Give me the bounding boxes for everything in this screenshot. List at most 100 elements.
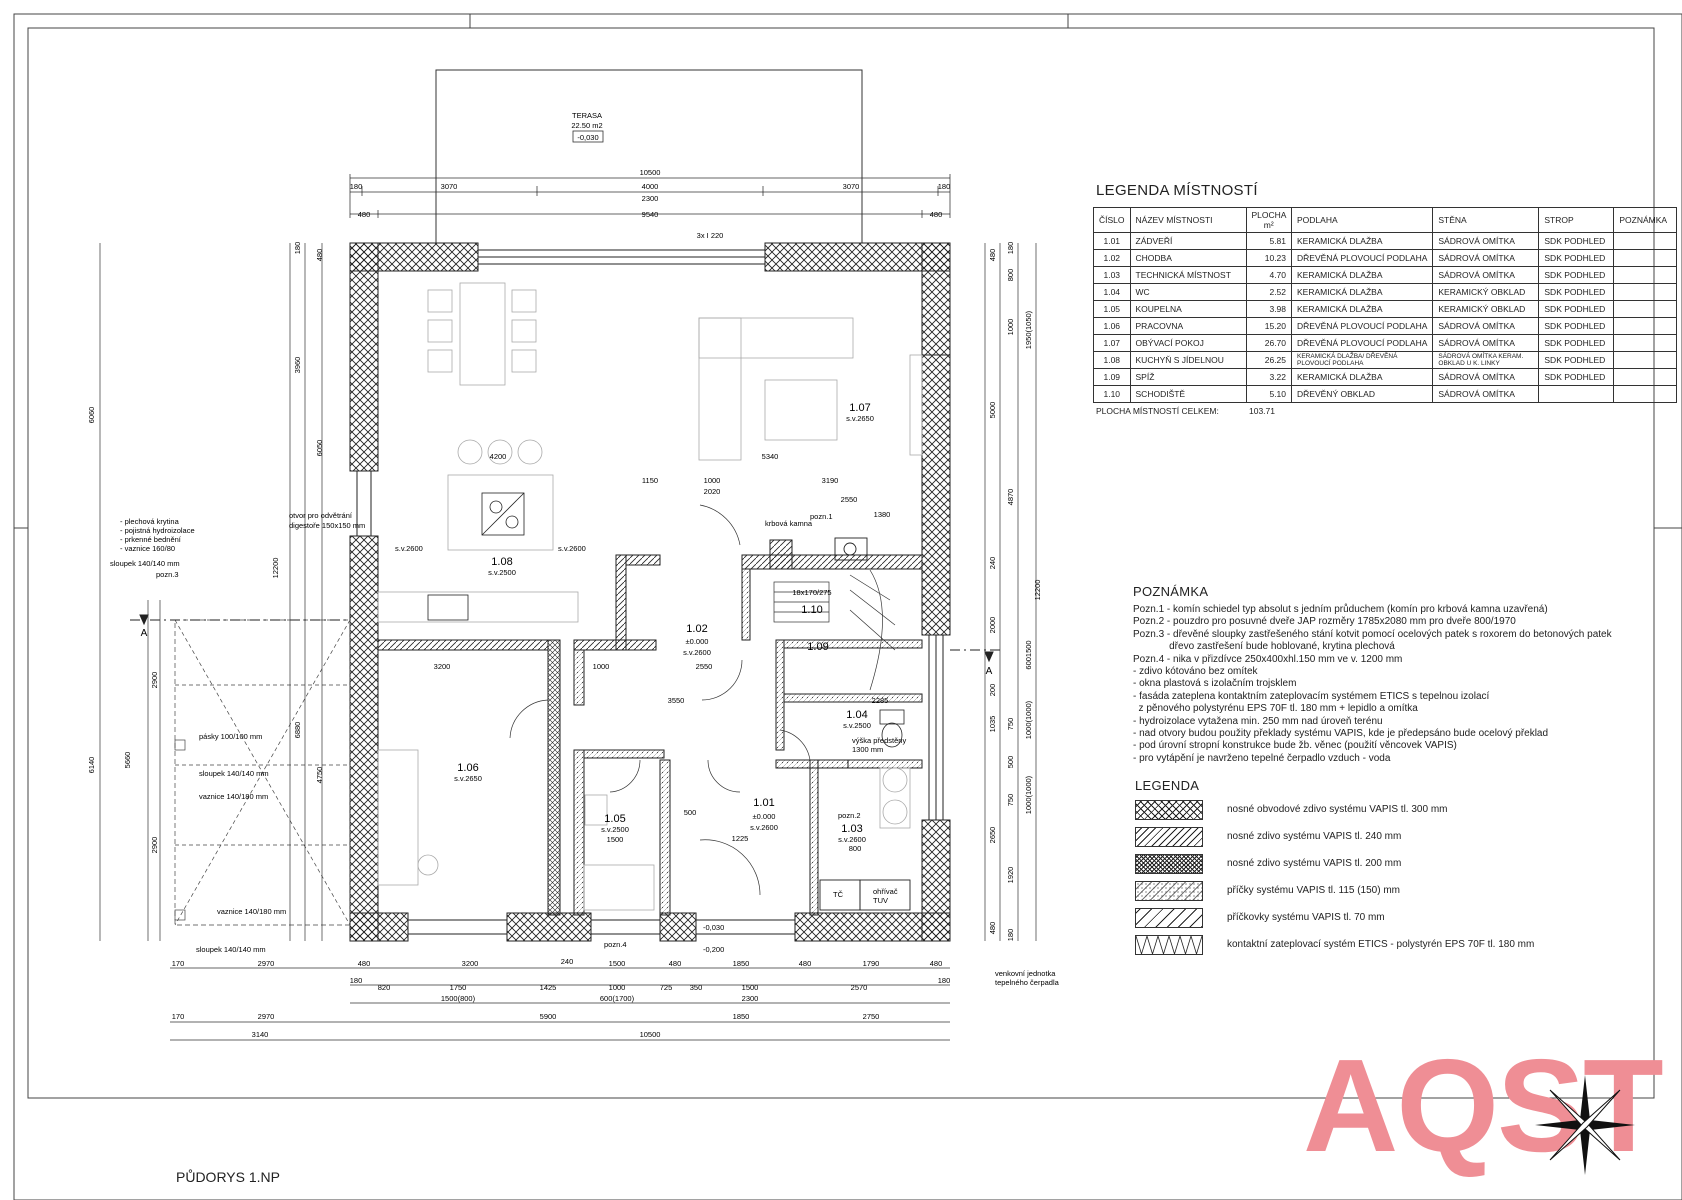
label-krbova-kamna: krbová kamna bbox=[765, 519, 813, 528]
dim-right: 6001500 bbox=[1024, 640, 1033, 669]
room-number-1.01: 1.01 bbox=[753, 797, 774, 809]
label-tc: TČ bbox=[833, 890, 844, 899]
room-height: s.v.2500 bbox=[843, 721, 871, 730]
table-cell: 1.08 bbox=[1093, 351, 1131, 369]
col-header: POZNÁMKA bbox=[1613, 207, 1678, 233]
inner-dimensions: 4200 5340 1150 1000 3190 2020 2550 1380 … bbox=[434, 452, 891, 853]
note-line: - fasáda zateplena kontaktním zateplovac… bbox=[1133, 690, 1490, 702]
level-out2: -0,200 bbox=[703, 945, 724, 954]
rooms-total-value: 103.71 bbox=[1249, 406, 1275, 416]
room-labels: 1.08 1.07 1.02 1.10 1.09 1.04 1.06 1.05 … bbox=[457, 402, 870, 835]
legend-text: kontaktní zateplovací systém ETICS - pol… bbox=[1227, 939, 1535, 950]
table-cell: KERAMICKÁ DLAŽBA bbox=[1291, 283, 1434, 301]
dim-bottom: 180 bbox=[350, 976, 363, 985]
dim-bottom: 2300 bbox=[742, 994, 759, 1003]
dim-top: 3070 bbox=[843, 182, 860, 191]
dim-left: 2900 bbox=[150, 672, 159, 689]
dim-bottom: 480 bbox=[358, 959, 371, 968]
room-number-1.04: 1.04 bbox=[846, 709, 867, 721]
rooms-legend-title: LEGENDA MÍSTNOSTÍ bbox=[1096, 182, 1258, 199]
dim-right: 480 bbox=[988, 249, 997, 262]
note-line: - pro vytápění je navrženo tepelné čerpa… bbox=[1133, 752, 1391, 764]
legend-text: příčkovky systému VAPIS tl. 70 mm bbox=[1227, 912, 1385, 923]
table-cell bbox=[1613, 283, 1678, 301]
dimensions-bottom bbox=[170, 967, 950, 1041]
dim-left: 6140 bbox=[87, 757, 96, 774]
dim-inner: 2020 bbox=[704, 487, 721, 496]
table-cell: 1.06 bbox=[1093, 317, 1131, 335]
outer-walls bbox=[349, 242, 951, 942]
table-cell: 4.70 bbox=[1245, 266, 1293, 284]
dim-bottom: 480 bbox=[799, 959, 812, 968]
label-vaznice-mid: vaznice 140/180 mm bbox=[199, 792, 268, 801]
table-cell: KERAMICKÁ DLAŽBA bbox=[1291, 266, 1434, 284]
legend-item: nosné zdivo systému VAPIS tl. 200 mm bbox=[1135, 854, 1555, 874]
dim-bottom: 1850 bbox=[733, 1012, 750, 1021]
dim-inner: 5340 bbox=[762, 452, 779, 461]
table-cell: KERAMICKÁ DLAŽBA bbox=[1291, 300, 1434, 318]
section-marker bbox=[130, 614, 1000, 663]
dim-inner: 500 bbox=[684, 808, 697, 817]
table-cell: SDK PODHLED bbox=[1538, 317, 1615, 335]
dim-bottom: 600(1700) bbox=[600, 994, 635, 1003]
table-cell: 1.03 bbox=[1093, 266, 1131, 284]
swatch-partition-70 bbox=[1135, 908, 1203, 928]
swatch-partition-115 bbox=[1135, 881, 1203, 901]
dim-inner: 1225 bbox=[732, 834, 749, 843]
label-pozn4: pozn.4 bbox=[604, 940, 627, 949]
note-line: Pozn.2 - pouzdro pro posuvné dveře JAP r… bbox=[1133, 616, 1516, 628]
dim-top: 180 bbox=[938, 182, 951, 191]
room-height: s.v.2600 bbox=[750, 823, 778, 832]
dimensions-right bbox=[984, 243, 1037, 941]
table-cell: 3.22 bbox=[1245, 368, 1293, 386]
note-line: - zdivo kótováno bez omítek bbox=[1133, 666, 1258, 678]
dim-bottom: 170 bbox=[172, 1012, 185, 1021]
dim-right: 750 bbox=[1006, 718, 1015, 731]
dim-inner: 3550 bbox=[668, 696, 685, 705]
room-height: s.v.2600 bbox=[683, 648, 711, 657]
table-cell: DŘEVĚNÁ PLOVOUCÍ PODLAHA bbox=[1291, 334, 1434, 352]
utility bbox=[819, 879, 911, 911]
dim-inner: 1150 bbox=[642, 476, 658, 485]
table-cell: 15.20 bbox=[1245, 317, 1293, 335]
dim-bottom: 170 bbox=[172, 959, 185, 968]
dim-left: 6880 bbox=[293, 722, 302, 739]
dim-top: 480 bbox=[358, 210, 371, 219]
table-header-row: ČÍSLO NÁZEV MÍSTNOSTI PLOCHA m² PODLAHA … bbox=[1093, 207, 1678, 233]
label-pozn3: pozn.3 bbox=[156, 570, 179, 579]
room-number-1.05: 1.05 bbox=[604, 813, 625, 825]
table-cell: SÁDROVÁ OMÍTKA bbox=[1432, 368, 1540, 386]
dim-bottom: 1500(800) bbox=[441, 994, 476, 1003]
table-cell: 1.01 bbox=[1093, 232, 1131, 250]
room-height: s.v.2650 bbox=[454, 774, 482, 783]
table-cell: KERAMICKÝ OBKLAD bbox=[1432, 283, 1540, 301]
dim-inner: 2550 bbox=[696, 662, 713, 671]
note-line: Pozn.1 - komín schiedel typ absolut s je… bbox=[1133, 604, 1548, 615]
dim-right: 500 bbox=[1006, 756, 1015, 769]
table-cell: 26.70 bbox=[1245, 334, 1293, 352]
label-sloupek-mid: sloupek 140/140 mm bbox=[199, 769, 269, 778]
table-cell: SDK PODHLED bbox=[1538, 368, 1615, 386]
table-cell: SÁDROVÁ OMÍTKA bbox=[1432, 249, 1540, 267]
dim-bottom: 1850 bbox=[733, 959, 750, 968]
dim-right: 2000 bbox=[988, 617, 997, 634]
dim-bottom: 1750 bbox=[450, 983, 467, 992]
dim-right: 5000 bbox=[988, 402, 997, 419]
table-cell: 1.10 bbox=[1093, 385, 1131, 403]
compass-star-icon bbox=[1535, 1075, 1635, 1175]
dim-left: 6050 bbox=[315, 440, 324, 457]
table-cell bbox=[1613, 300, 1678, 318]
note-line: - nad otvory budou použity překlady syst… bbox=[1133, 728, 1549, 740]
col-header: ČÍSLO bbox=[1093, 207, 1131, 233]
legend-text: nosné zdivo systému VAPIS tl. 200 mm bbox=[1227, 858, 1402, 869]
dim-bottom: 2570 bbox=[851, 983, 868, 992]
table-cell: SÁDROVÁ OMÍTKA KERAM. OBKLAD U K. LINKY bbox=[1432, 351, 1540, 369]
table-cell: 1.05 bbox=[1093, 300, 1131, 318]
doors bbox=[509, 504, 811, 896]
annotations: krbová kamna pozn.1 pozn.2 pozn.4 s.v.26… bbox=[110, 512, 861, 954]
dim-bottom: 180 bbox=[938, 976, 951, 985]
